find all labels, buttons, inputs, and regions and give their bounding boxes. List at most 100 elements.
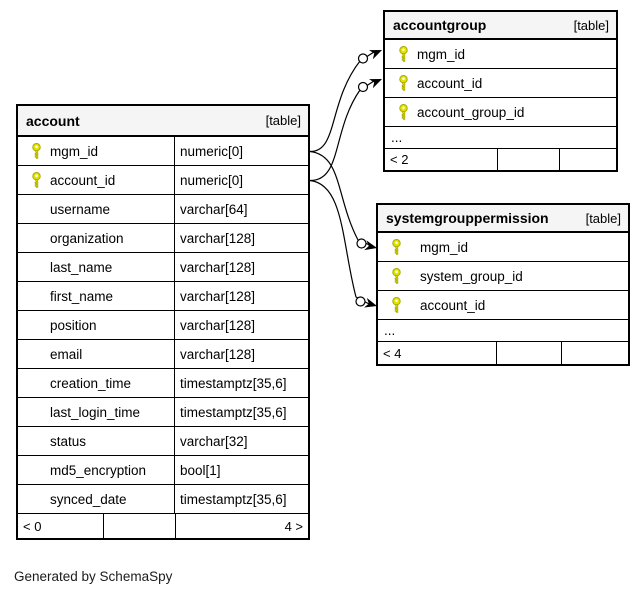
primary-key-icon [392, 297, 401, 313]
table-systemgrouppermission[interactable]: systemgrouppermission [table] mgm_id sys… [376, 203, 630, 366]
primary-key-icon [32, 143, 41, 159]
column-type: varchar[128] [180, 259, 256, 275]
key-icon-spacer [31, 259, 42, 275]
column-type-cell: timestamptz[35,6] [175, 398, 308, 426]
table-name: accountgroup [393, 17, 487, 33]
column-name: username [50, 201, 111, 217]
column-name: last_name [50, 259, 113, 275]
column-name-cell: position [18, 311, 175, 339]
table-header-account: account [table] [18, 106, 308, 137]
edge-arrowhead [369, 50, 382, 60]
key-icon-spacer [31, 433, 42, 449]
column-type: timestamptz[35,6] [180, 375, 287, 391]
column-type-cell: timestamptz[35,6] [175, 485, 308, 513]
column-name: synced_date [50, 491, 127, 507]
column-type-cell: varchar[128] [175, 282, 308, 310]
edge-account-mgm-id-to-accountgroup-mgm-id [309, 50, 382, 153]
primary-key-icon [399, 104, 408, 120]
column-name-cell: username [18, 195, 175, 223]
column-name-cell: account_id [18, 166, 175, 194]
table-badge: [table] [585, 210, 621, 226]
column-type-cell: numeric[0] [175, 137, 308, 165]
footer-middle-cell [498, 149, 560, 170]
column-name: first_name [50, 288, 114, 304]
primary-key-icon [32, 172, 41, 188]
primary-key-icon [392, 239, 401, 255]
footer-child-count [560, 149, 616, 170]
table-account[interactable]: account [table] mgm_id numeric[0] account… [16, 104, 310, 540]
table-header-systemgrouppermission: systemgrouppermission [table] [378, 205, 628, 233]
key-icon-spacer [31, 288, 42, 304]
column-row-system_group_id: system_group_id [378, 262, 628, 291]
column-name: mgm_id [420, 239, 469, 255]
footer-middle-cell [104, 514, 176, 538]
column-name-cell: account_id [385, 69, 616, 97]
column-row-account_id: account_id [378, 291, 628, 320]
key-icon-spacer [31, 462, 42, 478]
column-type: numeric[0] [180, 172, 244, 188]
table-header-accountgroup: accountgroup [table] [385, 12, 616, 40]
column-name: mgm_id [50, 143, 99, 159]
column-name-cell: synced_date [18, 485, 175, 513]
column-name-cell: md5_encryption [18, 456, 175, 484]
column-type-cell: timestamptz[35,6] [175, 369, 308, 397]
primary-key-icon [399, 46, 408, 62]
column-row-last_name: last_name varchar[128] [18, 253, 308, 282]
column-type: varchar[32] [180, 433, 248, 449]
column-name-cell: account_id [378, 291, 628, 319]
edge-line [309, 51, 375, 153]
column-name: creation_time [50, 375, 132, 391]
table-name: systemgrouppermission [386, 210, 549, 226]
column-name-cell: first_name [18, 282, 175, 310]
column-type: timestamptz[35,6] [180, 404, 287, 420]
column-name-cell: mgm_id [18, 137, 175, 165]
column-name-cell: system_group_id [378, 262, 628, 290]
column-name-cell: email [18, 340, 175, 368]
column-type: varchar[128] [180, 288, 256, 304]
column-row-account_id: account_id numeric[0] [18, 166, 308, 195]
table-name: account [26, 112, 80, 129]
column-name: account_id [420, 297, 486, 313]
table-badge: [table] [265, 113, 301, 128]
column-row-synced_date: synced_date timestamptz[35,6] [18, 485, 308, 514]
column-type-cell: varchar[128] [175, 253, 308, 281]
column-row-account_id: account_id [385, 69, 616, 98]
footer-parent-count: < 2 [385, 149, 498, 170]
column-type: varchar[128] [180, 346, 256, 362]
column-type: bool[1] [180, 462, 221, 478]
table-footer-account: < 0 4 > [18, 514, 308, 538]
column-type: varchar[64] [180, 201, 248, 217]
key-icon-spacer [31, 317, 42, 333]
table-accountgroup[interactable]: accountgroup [table] mgm_id account_id a… [383, 10, 618, 172]
column-row-ellipsis: ... [385, 127, 616, 149]
footer-child-count [562, 342, 628, 364]
column-name: status [50, 433, 87, 449]
edge-line [309, 179, 372, 306]
column-row-mgm_id: mgm_id [385, 40, 616, 69]
column-name: system_group_id [420, 268, 523, 284]
column-type-cell: bool[1] [175, 456, 308, 484]
key-icon-spacer [31, 375, 42, 391]
column-name: email [50, 346, 83, 362]
column-type: varchar[128] [180, 230, 256, 246]
column-name-cell: mgm_id [378, 233, 628, 261]
key-icon-spacer [31, 346, 42, 362]
edge-account-account-id-to-systemgrouppermission-account-id [309, 179, 377, 308]
column-type-cell: varchar[32] [175, 427, 308, 455]
primary-key-icon [392, 268, 401, 284]
table-footer-accountgroup: < 2 [385, 149, 616, 170]
edge-line [309, 80, 375, 182]
key-icon-spacer [31, 230, 42, 246]
key-icon-spacer [31, 404, 42, 420]
column-name: account_id [50, 172, 116, 188]
edge-zero-or-more-circle [355, 296, 366, 307]
edge-zero-or-more-circle [357, 81, 369, 93]
column-name: account_id [417, 75, 483, 91]
column-name: md5_encryption [50, 462, 147, 478]
column-name: account_group_id [417, 104, 525, 120]
column-name-cell: creation_time [18, 369, 175, 397]
column-name-cell: ... [378, 320, 628, 341]
